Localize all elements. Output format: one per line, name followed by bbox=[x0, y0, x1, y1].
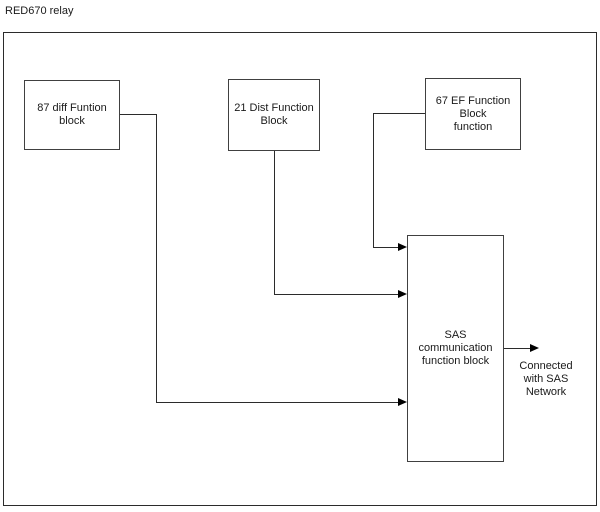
network-label-line3: Network bbox=[525, 386, 567, 398]
wire-87-horizontal-top bbox=[120, 114, 157, 115]
block-sas-label-line3: function block bbox=[421, 355, 490, 367]
block-21-dist: 21 Dist Function Block bbox=[228, 79, 320, 151]
block-21-label-line1: 21 Dist Function bbox=[234, 102, 314, 114]
block-sas-label-line2: communication bbox=[418, 342, 493, 354]
block-87-label-line1: 87 diff Funtion bbox=[37, 102, 107, 114]
wire-87-vertical bbox=[156, 114, 157, 403]
arrowhead-21-to-sas-icon bbox=[398, 290, 407, 298]
block-sas-label-line1: SAS bbox=[444, 329, 467, 341]
arrowhead-sas-output-icon bbox=[530, 344, 539, 352]
wire-87-horizontal-bottom bbox=[156, 402, 399, 403]
block-sas-communication: SAS communication function block bbox=[407, 235, 504, 462]
diagram-title: RED670 relay bbox=[5, 5, 74, 17]
block-67-ef: 67 EF Function Block function bbox=[425, 78, 521, 150]
block-67-label-line3: function bbox=[453, 120, 493, 133]
wire-21-vertical bbox=[274, 151, 275, 295]
block-87-diff: 87 diff Funtion block bbox=[24, 80, 120, 150]
wire-21-horizontal bbox=[274, 294, 399, 295]
block-67-label-line2: Block bbox=[459, 107, 487, 120]
network-label-line2: with SAS bbox=[523, 373, 569, 385]
block-21-label-line2: Block bbox=[260, 115, 288, 127]
network-connection-label: Connected with SAS Network bbox=[506, 360, 586, 399]
wire-67-vertical bbox=[373, 113, 374, 248]
block-67-label-line1: 67 EF Function bbox=[435, 94, 511, 107]
wire-67-horizontal-bottom bbox=[373, 247, 399, 248]
arrowhead-87-to-sas-icon bbox=[398, 398, 407, 406]
network-label-line1: Connected bbox=[519, 360, 573, 372]
block-87-label-line2: block bbox=[59, 115, 85, 127]
arrowhead-67-to-sas-icon bbox=[398, 243, 407, 251]
wire-67-horizontal-top bbox=[373, 113, 425, 114]
wire-sas-output bbox=[504, 348, 531, 349]
